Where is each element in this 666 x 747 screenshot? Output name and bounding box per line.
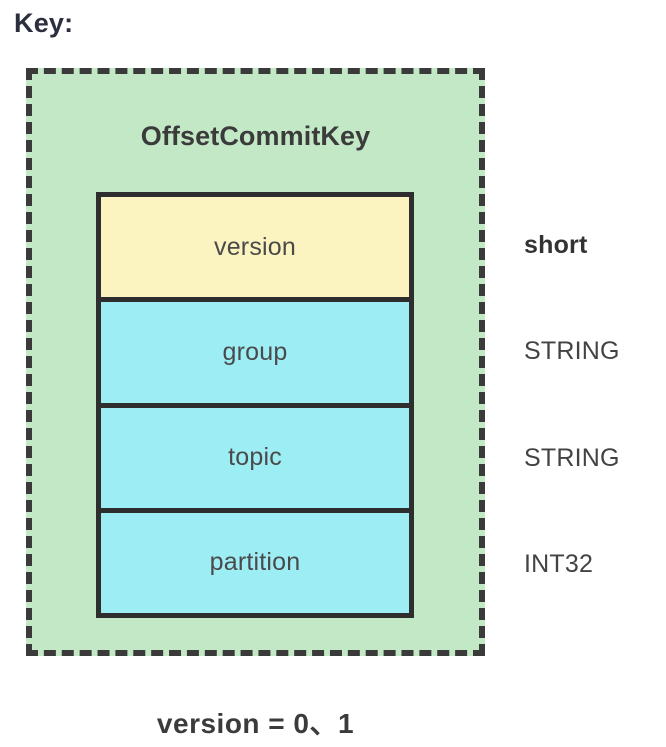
offset-commit-key-container: OffsetCommitKey version group topic part…: [26, 68, 485, 656]
version-footnote: version = 0、1: [156, 708, 355, 739]
field-label-version: version: [214, 232, 296, 261]
field-label-topic: topic: [228, 443, 282, 472]
type-cell: INT32: [524, 512, 666, 619]
field-row: group: [101, 302, 409, 408]
field-row: partition: [101, 512, 409, 613]
type-label-version: short: [524, 230, 588, 259]
field-row: topic: [101, 407, 409, 513]
field-row: version: [101, 197, 409, 303]
type-annotation-column: short STRING STRING INT32: [524, 192, 666, 618]
key-heading: Key:: [14, 8, 74, 38]
type-cell: STRING: [524, 299, 666, 406]
record-title: OffsetCommitKey: [140, 121, 371, 151]
field-stack: version group topic partition: [96, 192, 414, 618]
type-label-topic: STRING: [524, 443, 620, 472]
field-label-group: group: [222, 337, 288, 366]
type-cell: short: [524, 192, 666, 299]
type-cell: STRING: [524, 405, 666, 512]
field-label-partition: partition: [209, 548, 301, 577]
type-label-group: STRING: [524, 337, 620, 366]
type-label-partition: INT32: [524, 550, 594, 579]
